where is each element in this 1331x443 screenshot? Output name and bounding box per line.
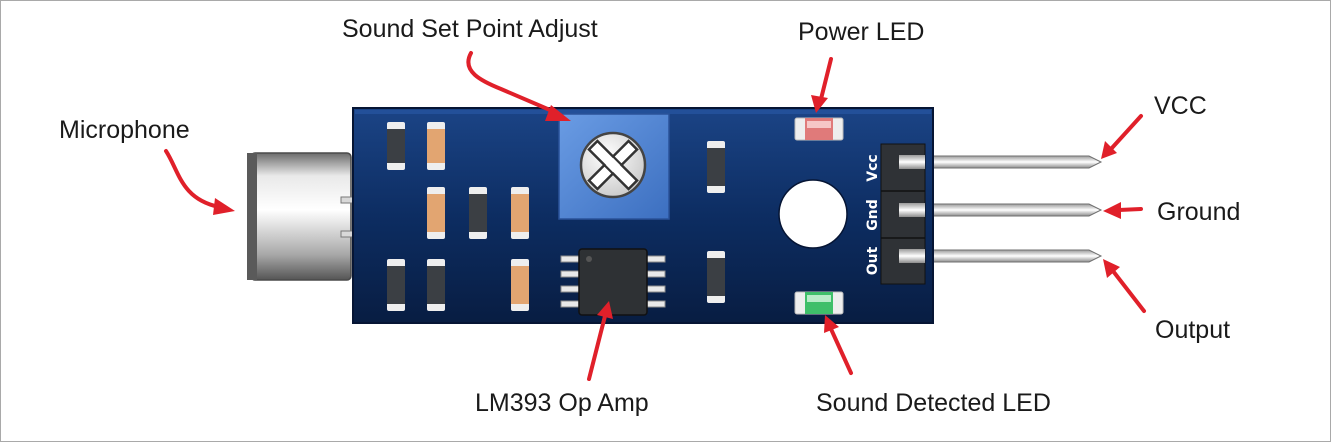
arrow-output bbox=[1103, 259, 1146, 313]
potentiometer bbox=[558, 113, 670, 220]
callout-arrows bbox=[164, 51, 1146, 381]
mounting-hole bbox=[778, 179, 848, 249]
sound-detected-led bbox=[794, 291, 844, 315]
lm393-chip bbox=[560, 248, 666, 316]
capacitor bbox=[427, 122, 445, 170]
capacitor bbox=[511, 259, 529, 311]
label-lm393-op-amp: LM393 Op Amp bbox=[475, 389, 649, 417]
arrow-microphone bbox=[164, 149, 235, 215]
label-sound-detected-led: Sound Detected LED bbox=[816, 389, 1051, 417]
pin-header bbox=[880, 143, 926, 285]
label-power-led: Power LED bbox=[798, 18, 925, 46]
arrow-sound-led bbox=[824, 315, 853, 375]
arrow-power-led bbox=[811, 57, 833, 113]
pin-label-out: Out bbox=[865, 246, 881, 275]
smd-components bbox=[387, 122, 725, 311]
resistor bbox=[469, 187, 487, 239]
pin-labels: Vcc Gnd Out bbox=[865, 154, 881, 275]
resistor bbox=[707, 251, 725, 303]
resistor bbox=[427, 259, 445, 311]
capacitor bbox=[427, 187, 445, 239]
arrow-vcc bbox=[1101, 114, 1143, 159]
label-microphone: Microphone bbox=[59, 116, 190, 144]
label-vcc: VCC bbox=[1154, 92, 1207, 120]
capacitor bbox=[511, 187, 529, 239]
arrow-set-point bbox=[466, 51, 571, 121]
arrow-ground bbox=[1103, 202, 1143, 219]
label-output: Output bbox=[1155, 316, 1231, 344]
resistor bbox=[707, 141, 725, 193]
pin-label-vcc: Vcc bbox=[865, 154, 881, 181]
power-led bbox=[794, 117, 844, 141]
arrow-lm393 bbox=[587, 301, 613, 381]
pin-label-gnd: Gnd bbox=[865, 199, 881, 230]
label-ground: Ground bbox=[1157, 198, 1241, 226]
header-pins bbox=[900, 155, 1103, 263]
label-sound-set-point-adjust: Sound Set Point Adjust bbox=[342, 15, 598, 43]
resistor bbox=[387, 122, 405, 170]
resistor bbox=[387, 259, 405, 311]
